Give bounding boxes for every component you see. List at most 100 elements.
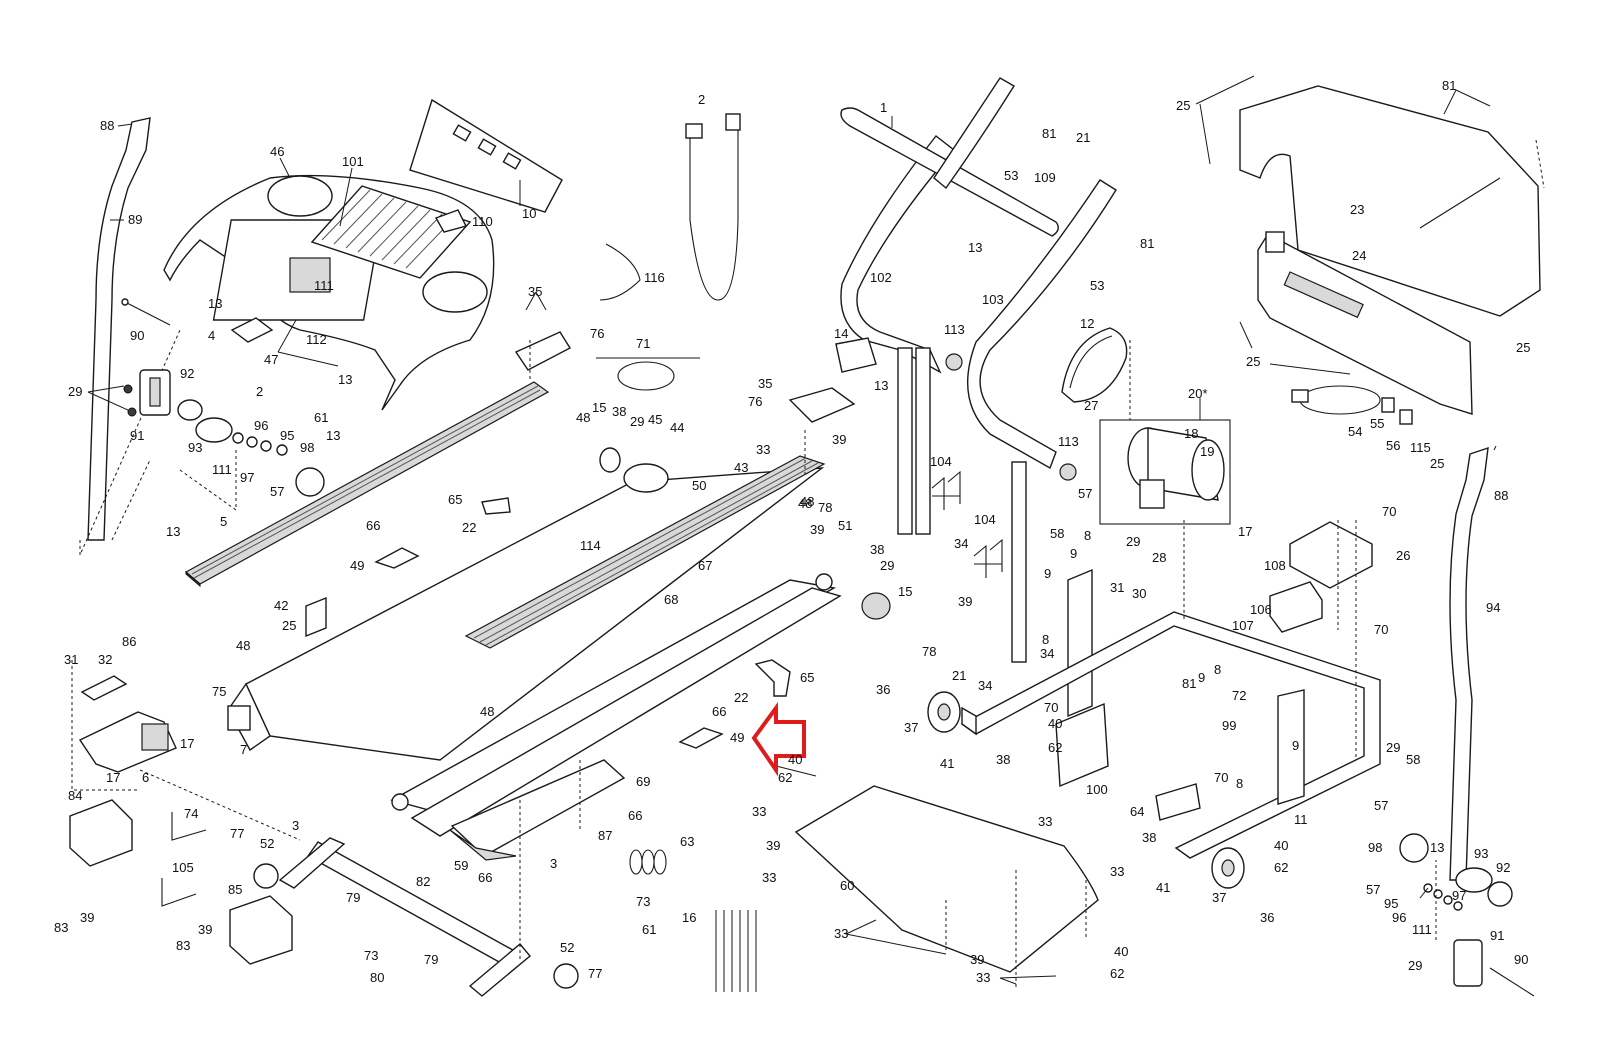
endcap-85: [229, 895, 293, 965]
callout: 25: [1430, 456, 1444, 471]
callout: 29: [1408, 958, 1422, 973]
callout: 4: [208, 328, 215, 343]
callout: 97: [1452, 888, 1466, 903]
callout: 16: [682, 910, 696, 925]
callout: 35: [528, 284, 542, 299]
callout: 33: [834, 926, 848, 941]
callout: 29: [1386, 740, 1400, 755]
callout: 79: [424, 952, 438, 967]
callout: 83: [176, 938, 190, 953]
callout: 79: [346, 890, 360, 905]
callout: 83: [54, 920, 68, 935]
callout: 74: [184, 806, 198, 821]
callout: 7: [240, 742, 247, 757]
callout: 17: [106, 770, 120, 785]
bracket-26: [1289, 521, 1373, 589]
board-64: [1155, 783, 1201, 821]
wire-harness-71: [596, 357, 700, 391]
callout: 65: [448, 492, 462, 507]
right-endcap-stack: [1399, 833, 1535, 997]
callout: 76: [748, 394, 762, 409]
motor-box-20: [1099, 419, 1231, 525]
callout: 75: [212, 684, 226, 699]
callout: 13: [338, 372, 352, 387]
callout: 100: [1086, 782, 1108, 797]
callout: 30: [1132, 586, 1146, 601]
base-frame-11: [960, 568, 1381, 859]
callout: 66: [366, 518, 380, 533]
callout: 26: [1396, 548, 1410, 563]
callout: 35: [758, 376, 772, 391]
callout: 8: [1042, 632, 1049, 647]
plate-100: [1055, 702, 1109, 788]
callout: 13: [326, 428, 340, 443]
bracket-65-right: [754, 659, 791, 697]
breaker-56: [1399, 409, 1413, 425]
callout: 13: [874, 378, 888, 393]
callout: 49: [350, 558, 364, 573]
callout: 52: [260, 836, 274, 851]
bottom-cover-60: [794, 785, 1099, 973]
callout: 90: [1514, 952, 1528, 967]
callout: 115: [1410, 440, 1431, 455]
callout: 9: [1070, 546, 1077, 561]
callout: 38: [612, 404, 626, 419]
motor-pan-69: [449, 759, 626, 861]
bracket-76-left: [514, 331, 571, 371]
callout: 37: [1212, 890, 1226, 905]
callout: 33: [1038, 814, 1052, 829]
callout: 21: [1076, 130, 1090, 145]
callout: 29: [68, 384, 82, 399]
callout: 22: [462, 520, 476, 535]
callout: 81: [1182, 676, 1196, 691]
callout: 116: [644, 270, 665, 285]
callout: 17: [180, 736, 194, 751]
foot-49-left: [374, 547, 420, 569]
wire-2-top: [685, 113, 741, 301]
wheel-37-front: [927, 691, 961, 733]
callout: 13: [208, 296, 222, 311]
callout: 39: [80, 910, 94, 925]
callout: 84: [68, 788, 82, 803]
callout: 39: [198, 922, 212, 937]
callout: 76: [590, 326, 604, 341]
callout: 104: [974, 512, 996, 527]
callout: 13: [1430, 840, 1444, 855]
callout: 48: [236, 638, 250, 653]
callout: 25: [1516, 340, 1530, 355]
callout: 69: [636, 774, 650, 789]
bolt-90-left: [121, 298, 171, 326]
callout: 19: [1200, 444, 1214, 459]
callout: 106: [1250, 602, 1272, 617]
rear-leg-82: [253, 837, 579, 997]
callout: 98: [300, 440, 314, 455]
bracket-76-right: [788, 387, 856, 423]
upright-103: [933, 77, 1117, 663]
callout: 91: [1490, 928, 1504, 943]
callout: 57: [1366, 882, 1380, 897]
callout: 38: [870, 542, 884, 557]
callout: 114: [580, 538, 601, 553]
wheel-37-rear: [1211, 847, 1245, 889]
callout: 103: [982, 292, 1004, 307]
callout: 40: [1274, 838, 1288, 853]
callout: 81: [1140, 236, 1154, 251]
bracket-32: [80, 675, 128, 701]
red-arrow-pointer-icon: [751, 701, 806, 777]
left-endcap-stack: [123, 369, 325, 497]
callout: 33: [976, 970, 990, 985]
callout: 96: [254, 418, 268, 433]
callout: 107: [1232, 618, 1254, 633]
callout: 96: [1392, 910, 1406, 925]
callout: 98: [1368, 840, 1382, 855]
callout: 70: [1374, 622, 1388, 637]
callout: 48: [800, 494, 814, 509]
callout: 68: [664, 592, 678, 607]
callout: 39: [832, 432, 846, 447]
callout: 8: [1214, 662, 1221, 677]
callout: 41: [940, 756, 954, 771]
side-rail-114: [464, 455, 826, 649]
callout: 66: [628, 808, 642, 823]
callout: 32: [98, 652, 112, 667]
